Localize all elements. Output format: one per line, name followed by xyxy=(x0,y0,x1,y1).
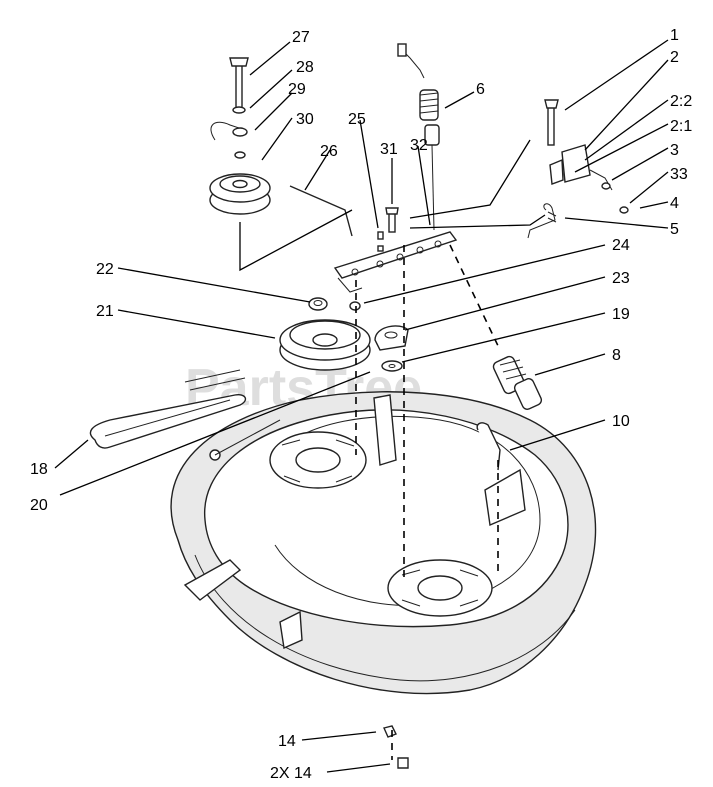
idler-arm xyxy=(333,231,458,293)
spring-8 xyxy=(492,355,543,410)
mower-deck xyxy=(170,391,597,695)
callout-4: 4 xyxy=(670,195,679,212)
callout-1: 1 xyxy=(670,27,679,44)
spring-6 xyxy=(397,43,440,231)
callout-26: 26 xyxy=(320,143,338,160)
callout-21: 21 xyxy=(96,303,114,320)
group-line-right-2 xyxy=(409,214,546,229)
callout-22: 22 xyxy=(96,261,114,278)
callout-23: 23 xyxy=(612,270,630,287)
drive-belt xyxy=(89,369,247,449)
callout-20: 20 xyxy=(30,497,48,514)
callout-30: 30 xyxy=(296,111,314,128)
callout-2-1: 2:1 xyxy=(670,118,692,135)
hardware-25 xyxy=(377,231,384,252)
assembly-lines xyxy=(355,244,501,760)
callout-25: 25 xyxy=(348,111,366,128)
upper-pulley-stack xyxy=(209,57,271,215)
callout-27: 27 xyxy=(292,29,310,46)
callout-2: 2 xyxy=(670,49,679,66)
nut-22 xyxy=(308,297,328,311)
callout-14: 14 xyxy=(278,733,296,750)
callout-32: 32 xyxy=(410,137,428,154)
callout-28: 28 xyxy=(296,59,314,76)
bracket-23 xyxy=(374,325,409,351)
group-line-left xyxy=(239,209,353,272)
lever-10 xyxy=(476,422,501,471)
callout-5: 5 xyxy=(670,221,679,238)
callout-18: 18 xyxy=(30,461,48,478)
bolt-31 xyxy=(385,207,399,233)
callout-8: 8 xyxy=(612,347,621,364)
nut-14-upper xyxy=(383,725,397,738)
callout-24: 24 xyxy=(612,237,630,254)
callout-2x-14: 2X 14 xyxy=(270,765,312,782)
callout-33: 33 xyxy=(670,166,688,183)
callout-31: 31 xyxy=(380,141,398,158)
callout-19: 19 xyxy=(612,306,630,323)
rod-26 xyxy=(289,185,353,237)
leader-lines xyxy=(54,39,669,773)
callout-3: 3 xyxy=(670,142,679,159)
callout-10: 10 xyxy=(612,413,630,430)
nut-14-lower xyxy=(397,757,409,769)
right-hardware xyxy=(527,99,629,239)
callout-29: 29 xyxy=(288,81,306,98)
washer-19 xyxy=(381,360,403,372)
group-line-right xyxy=(409,139,531,219)
callout-6: 6 xyxy=(476,81,485,98)
callouts: 27 28 29 30 26 25 31 32 6 1 2 2:2 2:1 3 … xyxy=(30,27,692,782)
idler-pulley xyxy=(279,319,371,371)
bushing-24 xyxy=(349,301,361,311)
callout-2-2: 2:2 xyxy=(670,93,692,110)
